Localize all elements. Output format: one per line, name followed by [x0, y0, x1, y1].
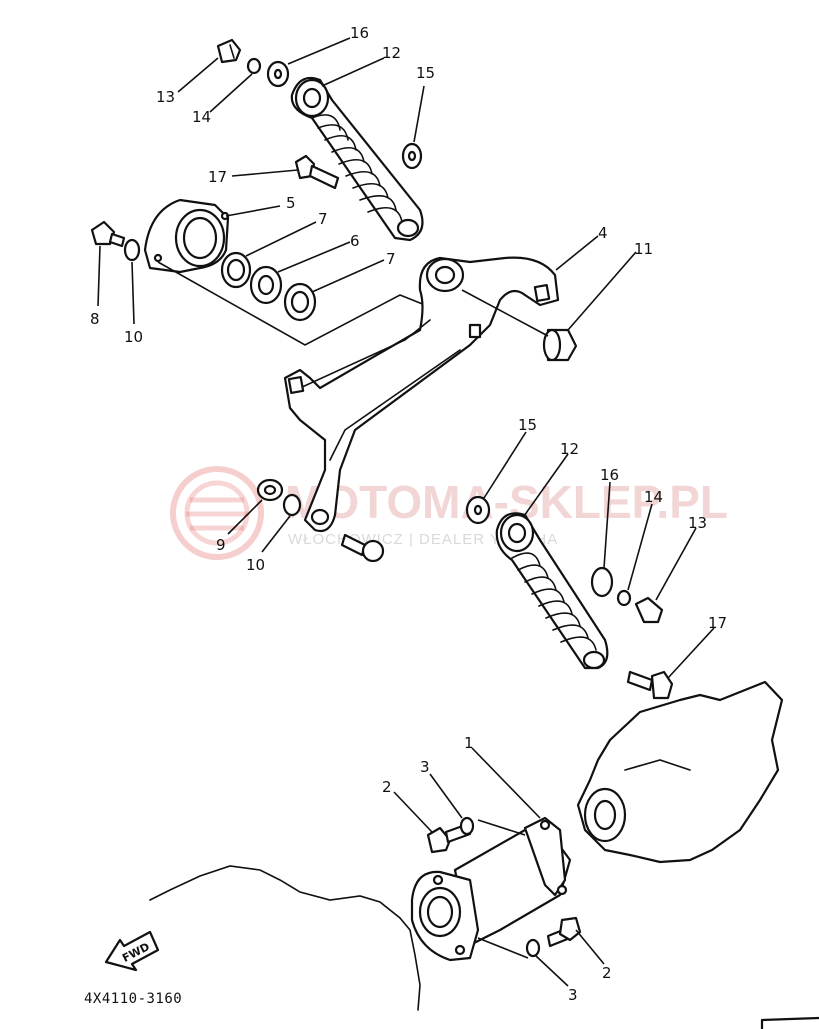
callout-9: 9	[216, 536, 226, 554]
shock-absorber-upper	[290, 76, 424, 242]
callout-5: 5	[286, 194, 296, 212]
callout-15-lower: 15	[518, 416, 537, 434]
corner-mark	[760, 1016, 819, 1029]
callout-16-upper: 16	[350, 24, 369, 42]
washer-3-lower	[525, 938, 541, 958]
callout-3-upper: 3	[420, 758, 430, 776]
washer-14-lower	[616, 589, 632, 607]
diagram-code: 4X4110-3160	[84, 991, 182, 1007]
callout-2-lower: 2	[602, 964, 612, 982]
bearing-7-b	[283, 282, 317, 322]
callout-8: 8	[90, 310, 100, 328]
callout-13-upper: 13	[156, 88, 175, 106]
engine-mount-pipe-1	[410, 816, 572, 962]
assembly-guide-collar	[461, 289, 549, 337]
callout-11: 11	[634, 240, 653, 258]
assembly-guide-bracket	[157, 261, 426, 346]
pin-arm	[340, 533, 385, 563]
bolt-2-lower	[546, 916, 582, 948]
engine-case-outline	[576, 680, 784, 864]
bolt-8	[90, 220, 126, 248]
callout-10-upper: 10	[124, 328, 143, 346]
bracket-5	[143, 198, 230, 274]
callout-1: 1	[464, 734, 474, 752]
watermark: MOTOMA-SKLEP.PL WŁOCHOWICZ | DEALER YAMA…	[170, 466, 728, 560]
bolt-17-lower	[626, 670, 674, 700]
callout-17-upper: 17	[208, 168, 227, 186]
collar-6	[249, 265, 283, 305]
bolt-13-upper	[216, 38, 242, 64]
frame-outline	[149, 865, 421, 1011]
callout-12-lower: 12	[560, 440, 579, 458]
washer-14-upper	[246, 57, 262, 75]
callout-6: 6	[350, 232, 360, 250]
rear-arm-4	[283, 256, 560, 533]
callout-7-a: 7	[318, 210, 328, 228]
callout-16-lower: 16	[600, 466, 619, 484]
bolt-17-upper	[294, 154, 340, 190]
callout-3-lower: 3	[568, 986, 578, 1004]
callout-12-upper: 12	[382, 44, 401, 62]
shock-absorber-lower	[495, 512, 609, 670]
assembly-guide-pipe	[477, 819, 526, 836]
fwd-arrow-icon: FWD	[104, 930, 160, 972]
callout-2-upper: 2	[382, 778, 392, 796]
washer-3-upper	[459, 816, 475, 836]
washer-10-upper	[123, 238, 141, 262]
callout-4: 4	[598, 224, 608, 242]
callout-13-lower: 13	[688, 514, 707, 532]
collar-9	[256, 478, 284, 502]
callout-15-upper: 15	[416, 64, 435, 82]
assembly-guide-pipe-lower	[477, 937, 529, 959]
callout-labels: 16 12 15 13 14 17 5 7 6 7 4 11 8 10 15 1…	[90, 24, 727, 1004]
callout-14-upper: 14	[192, 108, 211, 126]
bolt-13-lower	[634, 596, 664, 624]
callout-17-lower: 17	[708, 614, 727, 632]
callout-10-lower: 10	[246, 556, 265, 574]
callout-7-b: 7	[386, 250, 396, 268]
washer-16-lower	[590, 566, 614, 598]
washer-10-lower	[282, 493, 302, 517]
leader-lines	[97, 37, 715, 987]
collar-11	[542, 328, 578, 362]
bearing-7-a	[220, 251, 252, 289]
callout-14-lower: 14	[644, 488, 663, 506]
